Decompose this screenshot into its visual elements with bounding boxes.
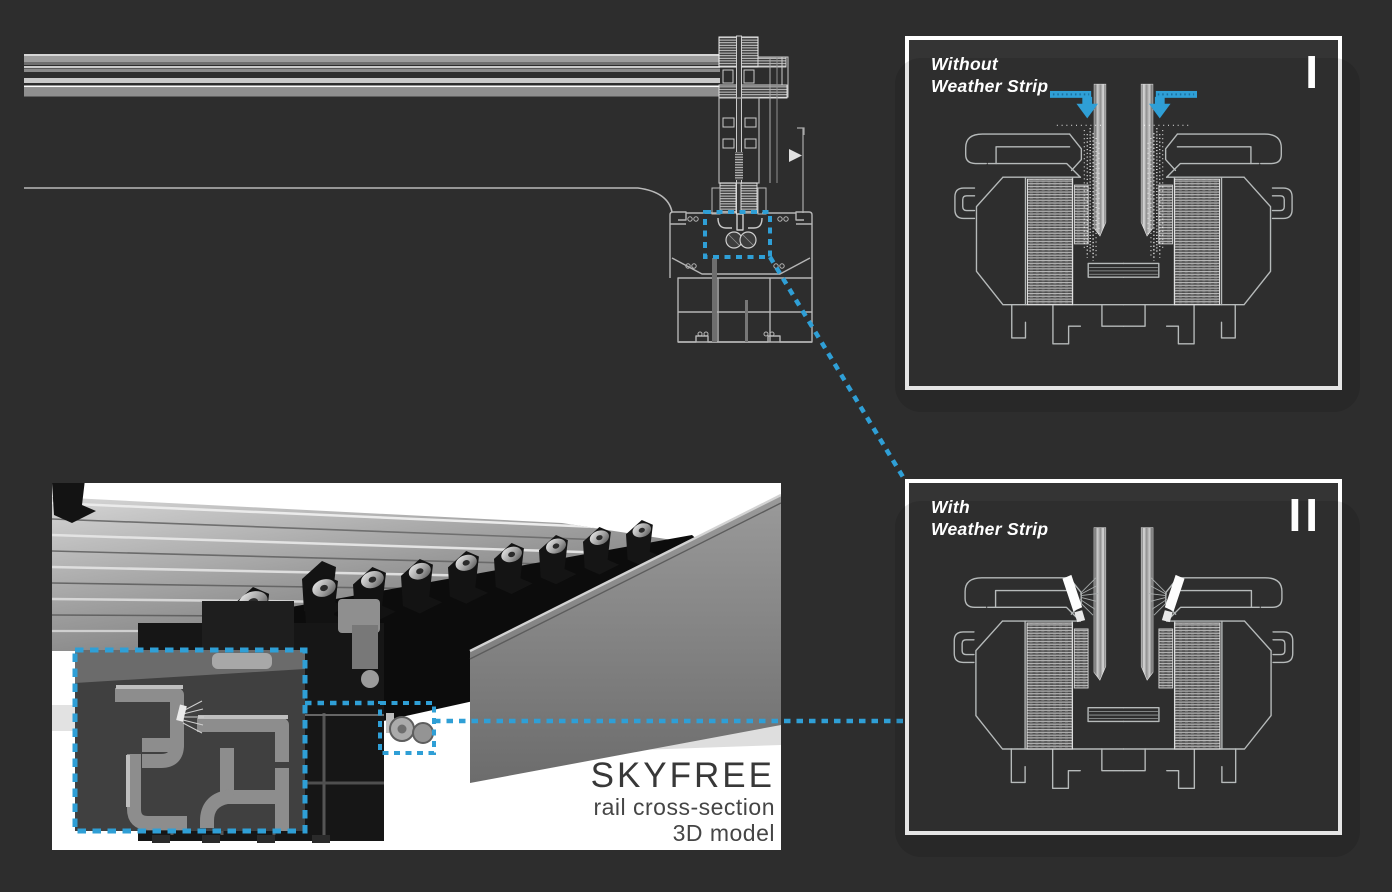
model-caption: SKYFREE rail cross-section 3D model xyxy=(590,756,775,847)
rail-side-wall xyxy=(470,495,781,783)
panel1-title: Without Weather Strip xyxy=(931,53,1048,97)
panel2-numeral: II xyxy=(1288,489,1322,541)
panel1-numeral: I xyxy=(1305,46,1322,98)
brand-name: SKYFREE xyxy=(590,756,775,795)
detail-inset-render xyxy=(75,650,305,831)
panel2-title-line1: With xyxy=(931,497,970,517)
panel2-title: With Weather Strip xyxy=(931,496,1048,540)
panel1-title-line2: Weather Strip xyxy=(931,76,1049,96)
panel-with-weather-strip: With Weather Strip II xyxy=(895,479,1360,857)
caption-line-1: rail cross-section xyxy=(593,794,775,820)
rail-cad-drawing xyxy=(24,35,813,343)
panel2-title-line2: Weather Strip xyxy=(931,519,1049,539)
caption-line-2: 3D model xyxy=(672,820,775,846)
rail-3d-model-image: SKYFREE rail cross-section 3D model xyxy=(52,483,781,850)
panel-without-weather-strip: Without Weather Strip I xyxy=(895,36,1360,412)
panel1-title-line1: Without xyxy=(931,54,999,74)
